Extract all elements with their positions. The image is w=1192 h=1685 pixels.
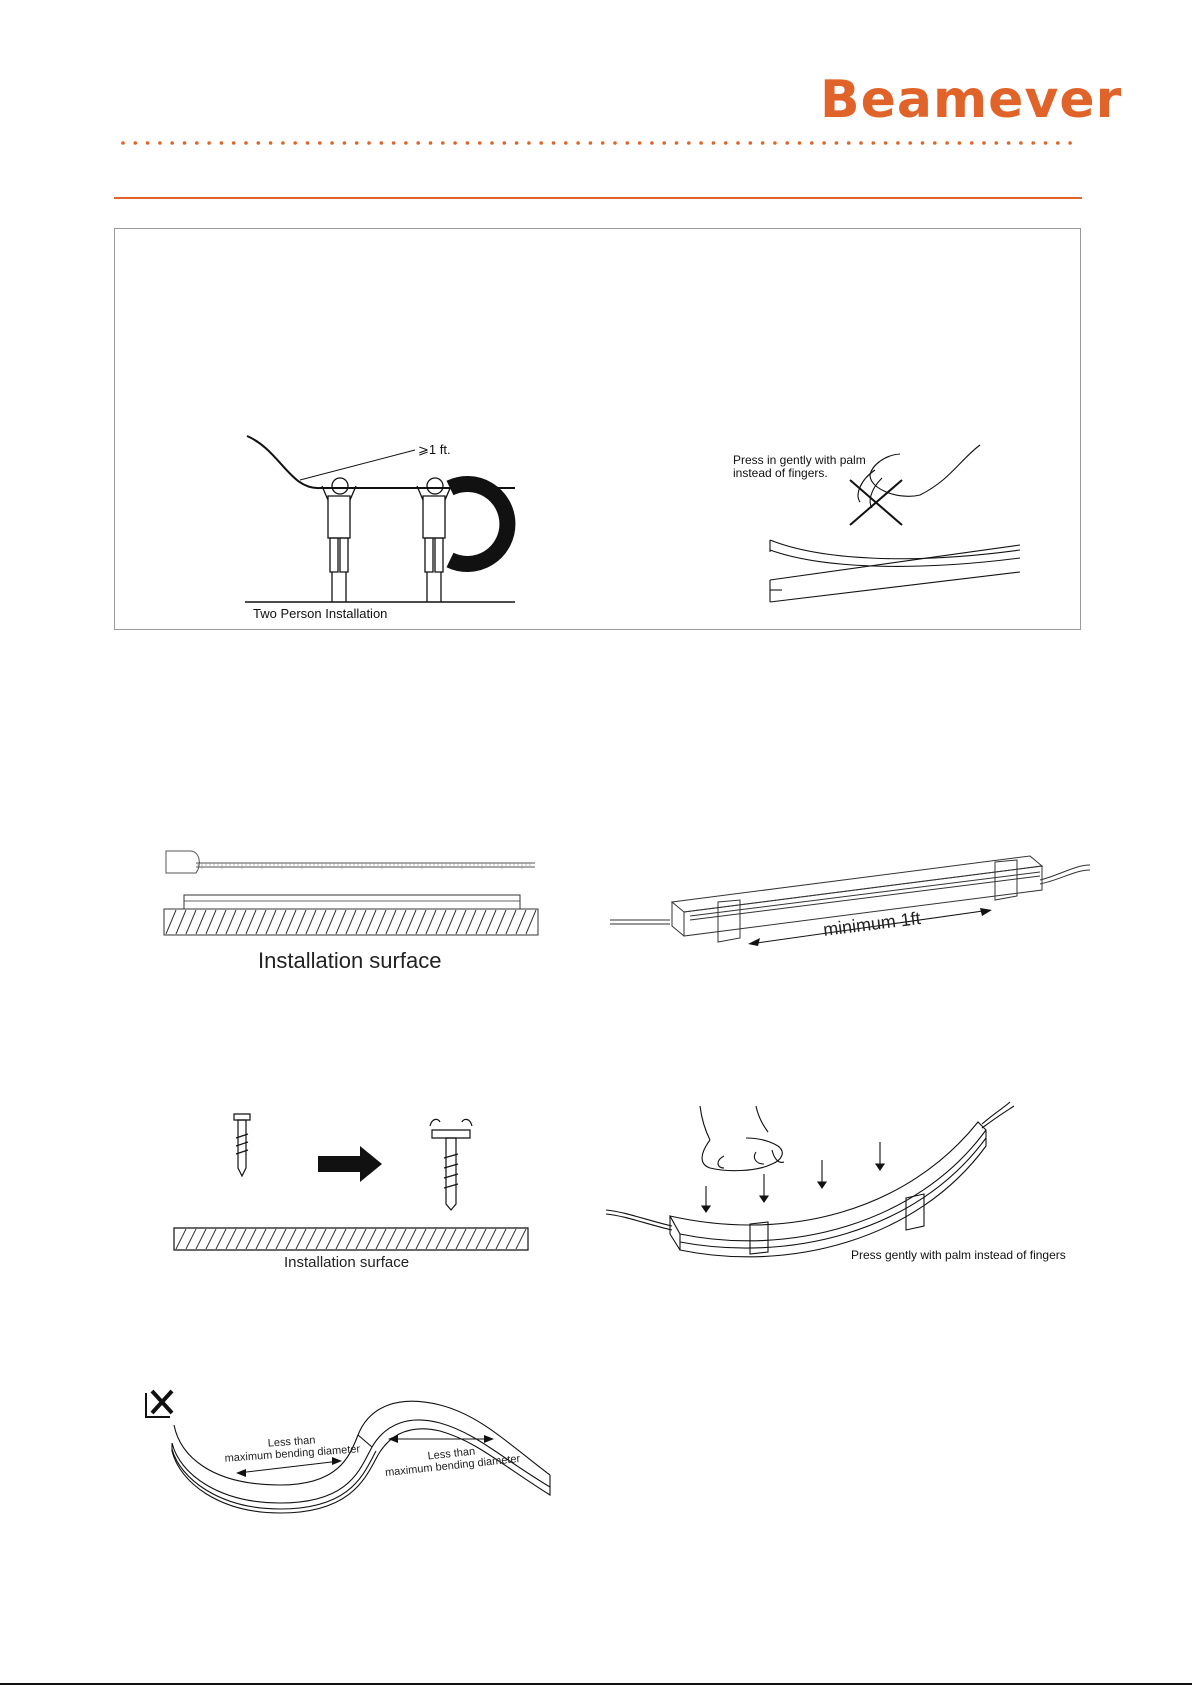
press-palm-illustration — [606, 1102, 1026, 1262]
press-in-illustration — [760, 440, 1030, 610]
brand-logo: Beamever — [820, 70, 1080, 130]
two-person-illustration — [240, 430, 530, 610]
distance-label: ⩾1 ft. — [418, 442, 451, 458]
screw-surface-caption: Installation surface — [284, 1254, 409, 1271]
screw-mount-illustration — [170, 1108, 540, 1258]
measure-surface-illustration — [160, 845, 545, 945]
press-palm-caption: Press gently with palm instead of finger… — [851, 1248, 1066, 1262]
dotted-divider — [120, 140, 1080, 146]
header-rule — [114, 197, 1082, 199]
two-person-caption: Two Person Installation — [253, 606, 387, 621]
cross-mark-icon — [146, 1391, 172, 1417]
clips-channel-illustration — [610, 850, 1090, 960]
measure-surface-caption: Installation surface — [258, 948, 441, 974]
